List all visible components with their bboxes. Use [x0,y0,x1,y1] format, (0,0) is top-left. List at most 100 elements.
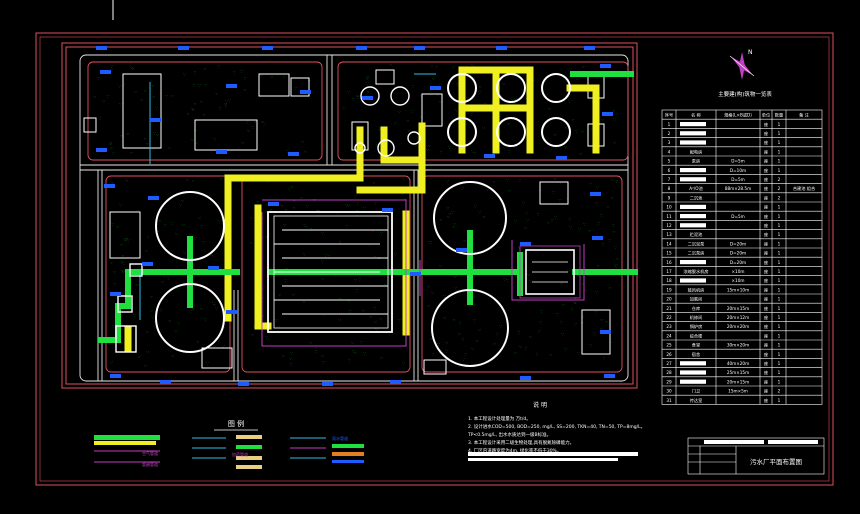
grass-mark: ∵ [433,76,436,81]
grass-mark: ∵ [121,260,124,265]
table-cell: 20m×20m [727,324,749,329]
grass-mark: ∵ [443,294,446,299]
grass-mark: ∵ [454,285,457,290]
grass-mark: ∵ [192,306,195,311]
building-tag [322,382,333,386]
building-tag [496,46,507,50]
grass-mark: ∵ [473,76,476,81]
grass-mark: ∵ [456,82,459,87]
grass-mark: ∵ [201,224,204,229]
building-tag [484,154,495,158]
contact-tank [519,245,581,299]
grass-mark: ∵ [496,151,499,156]
grass-mark: ∵ [609,341,612,346]
grass-mark: ∵ [233,70,236,75]
grass-mark: ∵ [571,307,574,312]
table-cell: 1 [778,205,781,210]
grass-mark: ∵ [270,208,273,213]
grass-mark: ∵ [554,132,557,137]
building-tag [362,96,373,100]
grass-mark: ∵ [181,198,184,203]
grass-mark: ∵ [452,65,455,70]
building-tag [226,310,237,314]
grass-mark: ∵ [519,178,522,183]
grass-mark: ∵ [192,108,195,113]
table-cell: 贮泥池 [690,231,703,238]
table-header-cell: 名 称 [691,112,701,119]
grass-mark: ∵ [352,349,355,354]
table-cell: 25 [666,343,672,348]
table-cell: 座 [764,167,768,174]
grass-mark: ∵ [204,317,207,322]
table-cell: 27 [666,361,672,366]
table-cell: 1 [778,343,781,348]
building-tag [390,380,401,384]
grass-mark: ∵ [146,330,149,335]
grass-mark: ∵ [428,240,431,245]
note-line-4: 3. 本工程设计采用二级生物处理,具有脱氮除磷能力。 [468,439,574,446]
grass-mark: ∵ [518,299,521,304]
table-cell: 1 [668,122,671,127]
grass-mark: ∵ [525,211,528,216]
note-line-1: 1. 本工程设计处理量为 万t/d。 [468,415,531,422]
grass-mark: ∵ [165,94,168,99]
grass-mark: ∵ [170,221,173,226]
grass-mark: ∵ [499,324,502,329]
grass-mark: ∵ [380,231,383,236]
table-cell: 座 [764,378,768,385]
building-tag [142,262,153,266]
grass-mark: ∵ [430,240,433,245]
grass-mark: ∵ [103,99,106,104]
table-cell: 1 [778,297,781,302]
grass-mark: ∵ [155,106,158,111]
grass-mark: ∵ [168,146,171,151]
building-tag [110,374,121,378]
legend-swatch-sludge [94,441,156,445]
building-tag [100,70,111,74]
grass-mark: ∵ [450,147,453,152]
grass-mark: ∵ [321,277,324,282]
grass-mark: ∵ [168,276,171,281]
grass-mark: ∵ [598,221,601,226]
grass-mark: ∵ [449,212,452,217]
grass-mark: ∵ [268,232,271,237]
grass-mark: ∵ [112,324,115,329]
grass-mark: ∵ [616,179,619,184]
grass-mark: ∵ [373,306,376,311]
grass-mark: ∵ [362,309,365,314]
grass-mark: ∵ [348,358,351,363]
grass-mark: ∵ [345,203,348,208]
grass-mark: ∵ [357,201,360,206]
building-tag [238,382,249,386]
building-tag [96,148,107,152]
grass-mark: ∵ [349,309,352,314]
table-cell: 1 [778,260,781,265]
grass-mark: ∵ [126,178,129,183]
building-tag [288,152,299,156]
grass-mark: ∵ [183,72,186,77]
grass-mark: ∵ [363,206,366,211]
table-cell: 1 [778,168,781,173]
grass-mark: ∵ [152,148,155,153]
grass-mark: ∵ [594,331,597,336]
table-cell: 28 [666,370,672,375]
grass-mark: ∵ [303,252,306,257]
grass-mark: ∵ [466,96,469,101]
grass-mark: ∵ [211,254,214,259]
grass-mark: ∵ [244,87,247,92]
grass-mark: ∵ [611,178,614,183]
grass-mark: ∵ [451,210,454,215]
grass-mark: ∵ [614,263,617,268]
grass-mark: ∵ [291,185,294,190]
grass-mark: ∵ [94,130,97,135]
table-cell: 座 [764,148,768,155]
grass-mark: ∵ [427,304,430,309]
table-cell: 座 [764,388,768,395]
table-cell: 9 [668,195,671,200]
notes-title: 说 明 [533,401,547,409]
redacted-name [680,131,706,136]
grass-mark: ∵ [471,347,474,352]
grass-mark: ∵ [257,200,260,205]
